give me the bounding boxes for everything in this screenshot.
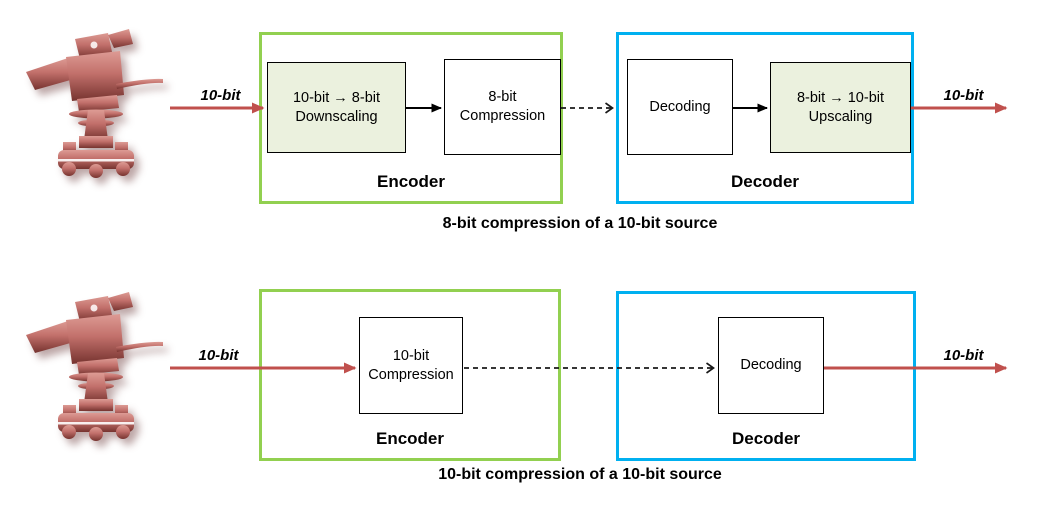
decoder-frame: Decoder xyxy=(616,291,916,461)
tv-camera-icon xyxy=(26,292,163,441)
output-bitdepth-label: 10-bit xyxy=(943,87,984,104)
encoder-frame: Encoder xyxy=(259,289,561,461)
diagram-caption: 10-bit compression of a 10-bit source xyxy=(438,466,722,483)
encoder-frame: Encoder xyxy=(259,32,563,204)
diagram-8bit-pipeline: Encoder 10-bit → 8-bit Downscaling 8-bit… xyxy=(26,29,984,232)
stage-upscaling: 8-bit → 10-bit Upscaling xyxy=(770,62,911,153)
decoder-label: Decoder xyxy=(730,172,800,191)
input-bitdepth-label: 10-bit xyxy=(198,347,239,364)
stage-decoding: Decoding xyxy=(718,317,824,414)
stage-8bit-compression: 8-bit Compression xyxy=(444,59,561,155)
decoder-frame: Decoder xyxy=(616,32,914,204)
decoder-label: Decoder xyxy=(731,429,801,448)
encoder-label: Encoder xyxy=(375,429,445,448)
output-bitdepth-label: 10-bit xyxy=(943,347,984,364)
encoder-label: Encoder xyxy=(376,172,446,191)
stage-downscaling: 10-bit → 8-bit Downscaling xyxy=(267,62,406,153)
input-bitdepth-label: 10-bit xyxy=(200,87,241,104)
stage-10bit-compression: 10-bit Compression xyxy=(359,317,463,414)
stage-decoding: Decoding xyxy=(627,59,733,155)
diagram-caption: 8-bit compression of a 10-bit source xyxy=(442,215,718,232)
diagram-10bit-pipeline: Encoder 10-bit Compression Decoder Decod… xyxy=(0,260,1041,509)
tv-camera-icon xyxy=(26,29,163,178)
